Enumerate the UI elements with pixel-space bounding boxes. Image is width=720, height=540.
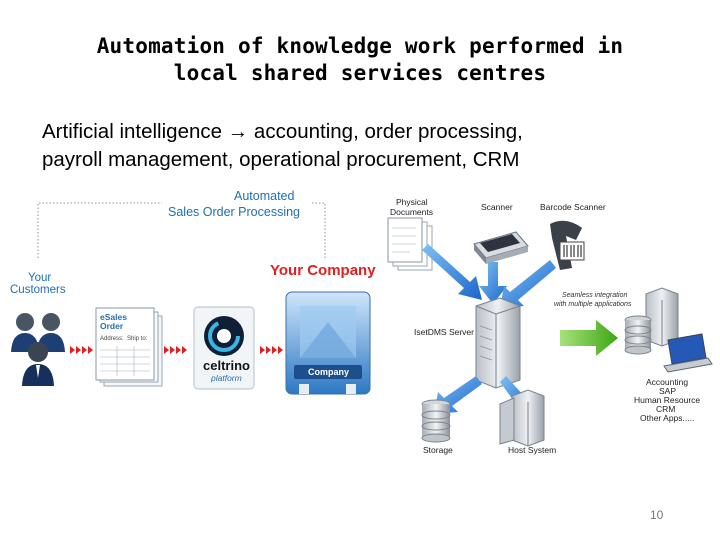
esales-label: eSales	[100, 312, 127, 322]
automated-label: Automated	[234, 189, 295, 203]
your-company-label: Your Company	[270, 262, 376, 279]
dms-server-label: IsetDMS Server	[414, 327, 474, 337]
accounting-label: Accounting	[646, 377, 689, 387]
order-label: Order	[100, 321, 124, 331]
scanner-icon	[473, 231, 529, 264]
body-line-1: Artificial intelligence → accounting, or…	[42, 120, 523, 143]
physical-documents-icon	[387, 217, 433, 271]
company-building-icon	[285, 291, 371, 395]
sap-label: SAP	[659, 386, 677, 396]
physical-documents-line-2: Documents	[390, 207, 433, 217]
process-bracket	[37, 202, 326, 258]
company-box-label: Company	[308, 367, 350, 377]
slide-title: Automation of knowledge work performed i…	[40, 33, 680, 87]
barcode-scanner-label: Barcode Scanner	[540, 202, 606, 212]
order-address-field: Address:	[100, 336, 124, 342]
integration-label-line-2: with multiple applications	[554, 301, 632, 308]
esales-order-icon	[95, 307, 163, 387]
crm-label: CRM	[656, 404, 676, 414]
customers-label-line-2: Customers	[10, 284, 66, 296]
flow-chevrons	[70, 346, 283, 354]
accounting-system-icon	[624, 287, 713, 373]
celtrino-platform: platform	[211, 373, 242, 383]
barcode-scanner-icon	[550, 220, 585, 270]
storage-icon	[421, 399, 451, 443]
storage-label: Storage	[423, 445, 453, 455]
physical-documents-line-1: Physical	[396, 197, 428, 207]
integration-label-line-1: Seamless integration	[562, 292, 628, 299]
celtrino-name: celtrino	[203, 358, 250, 373]
sales-order-processing-label: Sales Order Processing	[168, 205, 301, 219]
host-system-label: Host System	[508, 445, 557, 455]
slide-body: Artificial intelligence → accounting, or…	[42, 118, 642, 174]
customers-label-line-1: Your	[28, 272, 52, 284]
input-arrows	[422, 244, 556, 308]
title-line-1: Automation of knowledge work performed i…	[96, 34, 624, 58]
dms-server-icon	[475, 297, 521, 389]
body-line-2: payroll management, operational procurem…	[42, 148, 520, 171]
title-line-2: local shared services centres	[173, 61, 547, 85]
human-resource-label: Human Resource	[634, 395, 701, 405]
scanner-label: Scanner	[481, 202, 513, 212]
page-number: 10	[650, 508, 664, 522]
integration-arrow	[560, 320, 618, 356]
order-ship-to-field: Ship to:	[127, 336, 148, 342]
other-apps-label: Other Apps.....	[640, 413, 695, 423]
celtrino-logo	[193, 306, 255, 390]
host-system-icon	[499, 389, 545, 447]
customers-icon	[11, 313, 65, 386]
